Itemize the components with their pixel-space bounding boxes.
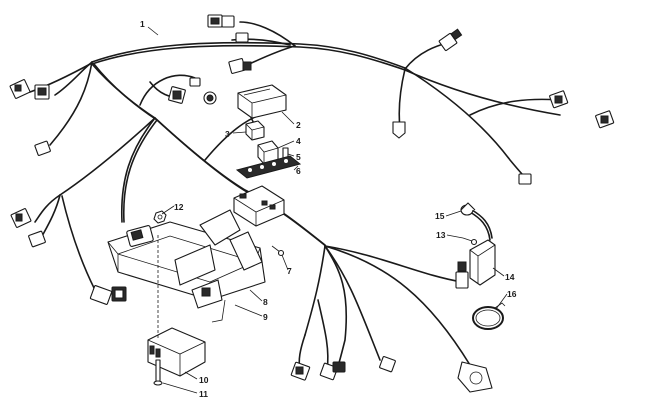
callout-11: 11 bbox=[199, 389, 208, 399]
leader-lines bbox=[147, 26, 508, 394]
screw-13 bbox=[462, 237, 478, 246]
relay-box bbox=[237, 84, 287, 119]
module-10 bbox=[147, 327, 206, 377]
callout-16: 16 bbox=[507, 289, 517, 299]
callout-10: 10 bbox=[199, 375, 209, 385]
callout-labels: 1 2 3 4 5 6 7 8 9 10 11 12 13 14 15 16 bbox=[140, 19, 517, 399]
main-wiring-harness bbox=[29, 21, 561, 373]
callout-3: 3 bbox=[225, 129, 230, 139]
callout-1: 1 bbox=[140, 19, 145, 29]
mounting-tray bbox=[107, 209, 266, 323]
callout-8: 8 bbox=[263, 297, 268, 307]
clamp-16 bbox=[472, 302, 506, 330]
callout-13: 13 bbox=[436, 230, 446, 240]
callout-15: 15 bbox=[435, 211, 445, 221]
bolt-7 bbox=[271, 245, 285, 257]
ignition-coil bbox=[460, 202, 496, 286]
callout-9: 9 bbox=[263, 312, 268, 322]
callout-7: 7 bbox=[287, 266, 292, 276]
fuse-strip-6 bbox=[235, 155, 302, 179]
harness-connectors bbox=[9, 14, 615, 393]
relay-4 bbox=[257, 140, 279, 165]
nut-12 bbox=[153, 210, 167, 224]
callout-2: 2 bbox=[296, 120, 301, 130]
relay-small bbox=[245, 120, 265, 141]
callout-5: 5 bbox=[296, 152, 301, 162]
callout-4: 4 bbox=[296, 136, 301, 146]
callout-6: 6 bbox=[296, 166, 301, 176]
fuse-block bbox=[233, 185, 285, 227]
callout-14: 14 bbox=[505, 272, 515, 282]
callout-12: 12 bbox=[174, 202, 184, 212]
bolt-11 bbox=[153, 235, 163, 386]
